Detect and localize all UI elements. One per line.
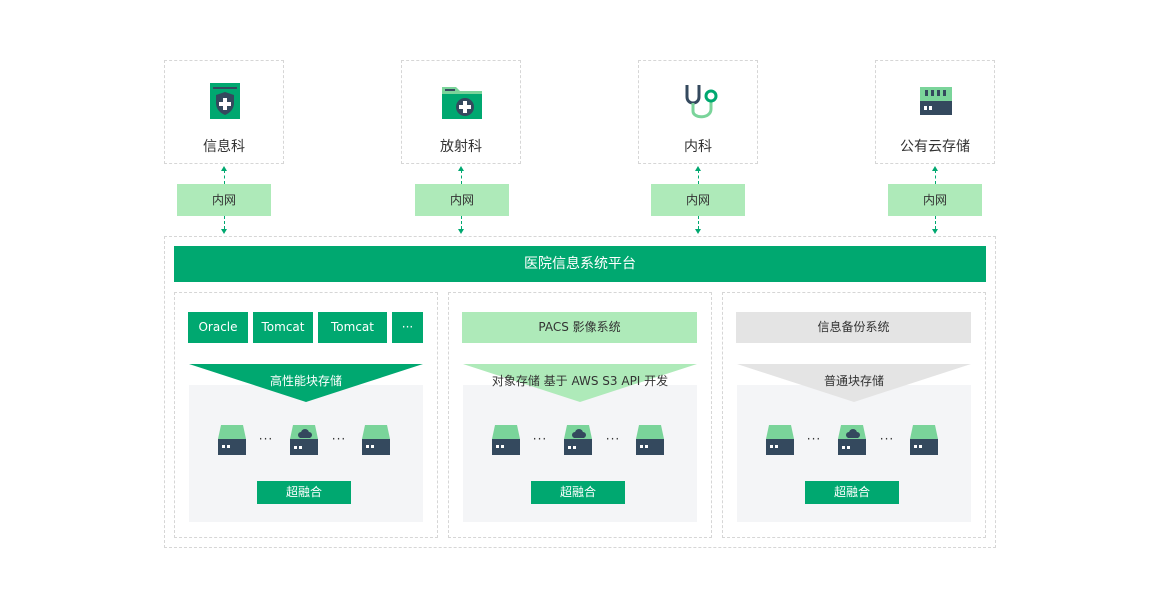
chip-more: ··· <box>392 312 423 343</box>
cloud-server-icon <box>564 425 592 455</box>
storage-label: 普通块存储 <box>823 374 884 388</box>
dept-label: 公有云存储 <box>900 139 970 155</box>
server-icon <box>362 425 390 455</box>
medical-folder-icon <box>442 87 482 119</box>
ellipsis: ··· <box>532 432 548 446</box>
storage-funnel <box>189 364 423 402</box>
dept-box-radiology: 放射科 <box>401 60 521 164</box>
network-label: 内网 <box>651 184 745 216</box>
stethoscope-icon <box>685 85 718 119</box>
storage-funnel <box>737 364 971 402</box>
server-icon <box>636 425 664 455</box>
ellipsis: ··· <box>331 432 347 446</box>
ellipsis: ··· <box>806 432 822 446</box>
storage-label: 高性能块存储 <box>269 374 342 388</box>
network-label: 内网 <box>415 184 509 216</box>
ellipsis: ··· <box>258 432 274 446</box>
network-label: 内网 <box>888 184 982 216</box>
dept-box-info: 信息科 <box>164 60 284 164</box>
chip-tomcat: Tomcat <box>318 312 387 343</box>
ellipsis: ··· <box>879 432 895 446</box>
dept-label: 信息科 <box>203 139 245 155</box>
server-icon <box>910 425 938 455</box>
storage-label: 对象存储 基于 AWS S3 API 开发 <box>491 374 669 388</box>
cloud-server-icon <box>838 425 866 455</box>
fusion-label: 超融合 <box>257 481 351 504</box>
chip-tomcat: Tomcat <box>253 312 313 343</box>
chip-oracle: Oracle <box>188 312 248 343</box>
storage-device-icon <box>920 87 952 115</box>
fusion-label: 超融合 <box>531 481 625 504</box>
server-icon <box>492 425 520 455</box>
fusion-label: 超融合 <box>805 481 899 504</box>
platform-title: 医院信息系统平台 <box>174 246 986 282</box>
dept-label: 放射科 <box>440 139 482 155</box>
dept-label: 内科 <box>684 139 712 155</box>
system-label-backup: 信息备份系统 <box>736 312 971 343</box>
dept-box-internal-medicine: 内科 <box>638 60 758 164</box>
dept-box-public-cloud: 公有云存储 <box>875 60 995 164</box>
server-icon <box>218 425 246 455</box>
shield-cross-icon <box>210 83 240 119</box>
ellipsis: ··· <box>605 432 621 446</box>
network-label: 内网 <box>177 184 271 216</box>
system-label-pacs: PACS 影像系统 <box>462 312 697 343</box>
server-icon <box>766 425 794 455</box>
storage-funnel <box>463 364 697 402</box>
cloud-server-icon <box>290 425 318 455</box>
